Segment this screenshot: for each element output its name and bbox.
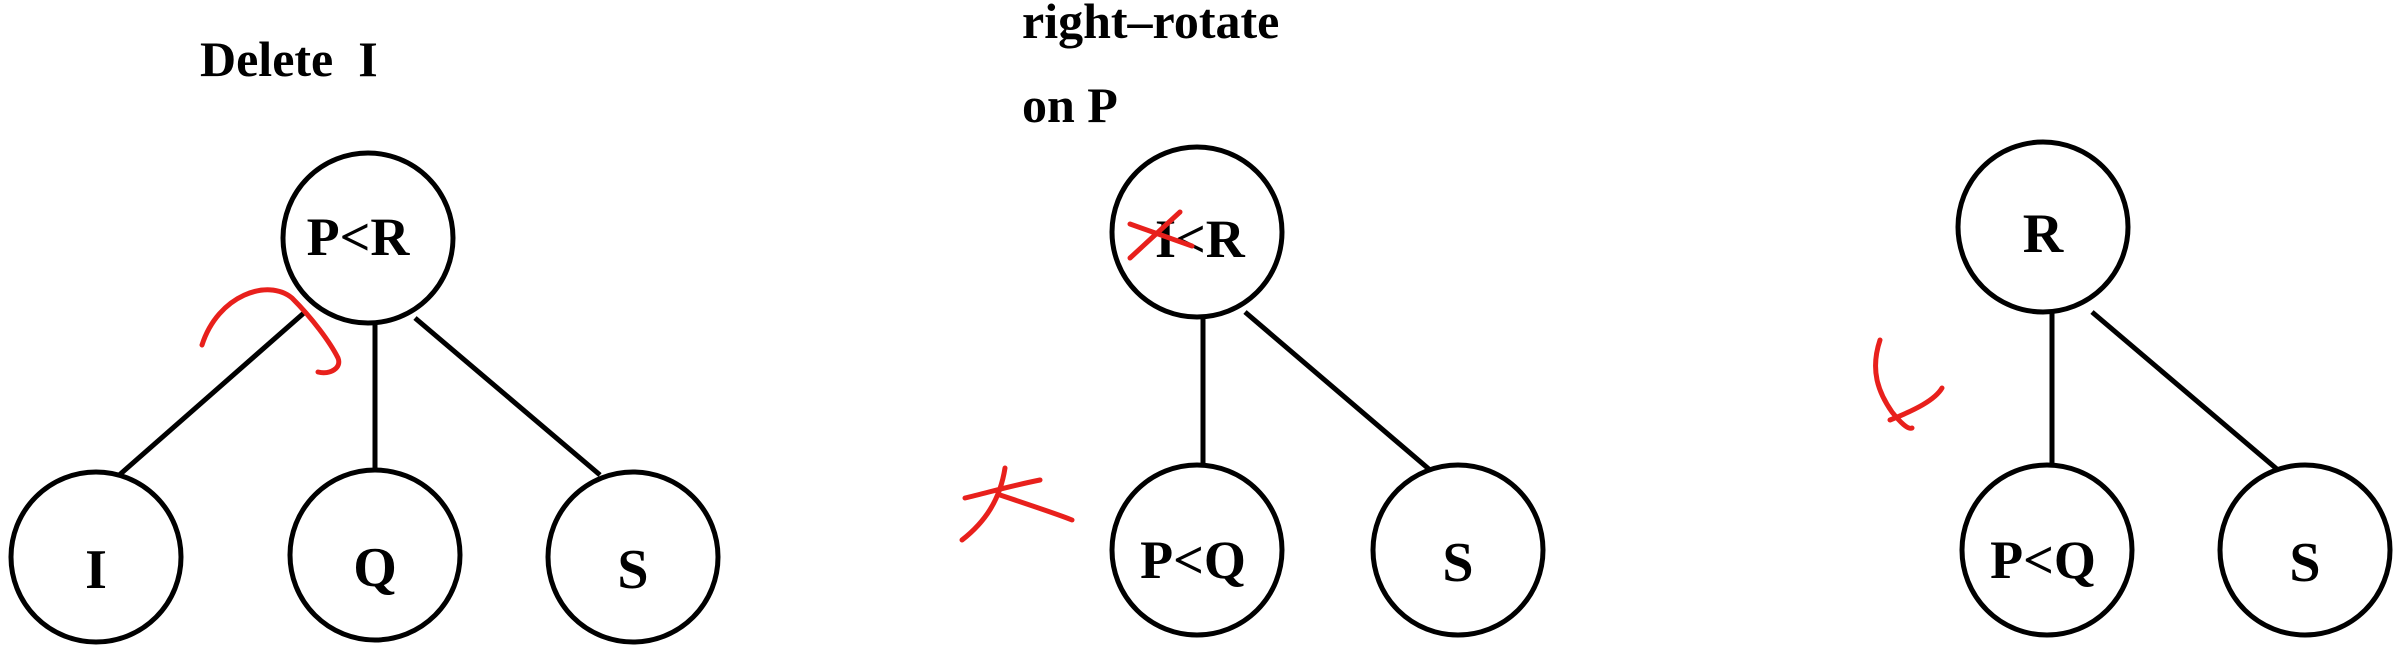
edge-root-right bbox=[2090, 310, 2280, 472]
node-root-label-rest: <R bbox=[1175, 209, 1246, 269]
node-left-label: P<Q bbox=[1140, 530, 1246, 590]
panel-middle: right–rotate on P I <R P<Q S bbox=[959, 0, 1546, 638]
node-left-label: I bbox=[85, 539, 107, 601]
node-root-r: R bbox=[1955, 139, 2131, 315]
node-middle-q: Q bbox=[287, 467, 463, 643]
node-root-struck-i-lt-r: I <R bbox=[1109, 144, 1285, 320]
cross-mark-annotation bbox=[959, 465, 1075, 543]
edge-root-left bbox=[115, 310, 307, 479]
panel-right: R P<Q S bbox=[1873, 139, 2393, 638]
caption-delete-i: Delete I bbox=[200, 31, 378, 87]
node-root-label: R bbox=[2023, 203, 2064, 265]
node-middle-label: Q bbox=[353, 537, 397, 599]
edge-root-right bbox=[413, 316, 602, 477]
node-right-label: S bbox=[617, 539, 648, 601]
strike-through-i-annotation bbox=[1127, 209, 1195, 261]
node-left-p-lt-q: P<Q bbox=[1109, 462, 1285, 638]
node-root-label: P<R bbox=[307, 207, 411, 267]
node-left-p-lt-q: P<Q bbox=[1959, 462, 2135, 638]
node-root-p-lt-r: P<R bbox=[280, 150, 456, 326]
node-left-i: I bbox=[8, 469, 184, 645]
caption-right-rotate: right–rotate bbox=[1022, 0, 1279, 49]
node-left-label: P<Q bbox=[1990, 530, 2096, 590]
node-right-label: S bbox=[2289, 532, 2320, 594]
node-right-s: S bbox=[1370, 462, 1546, 638]
rotation-arrow-annotation bbox=[199, 287, 342, 376]
panel-left: Delete I P<R I Q S bbox=[8, 31, 721, 645]
edge-root-right bbox=[1243, 310, 1432, 472]
node-right-label: S bbox=[1442, 532, 1473, 594]
node-right-s: S bbox=[545, 469, 721, 645]
down-arrow-annotation bbox=[1873, 337, 1945, 431]
caption-on-p: on P bbox=[1022, 77, 1118, 133]
node-right-s: S bbox=[2217, 462, 2393, 638]
